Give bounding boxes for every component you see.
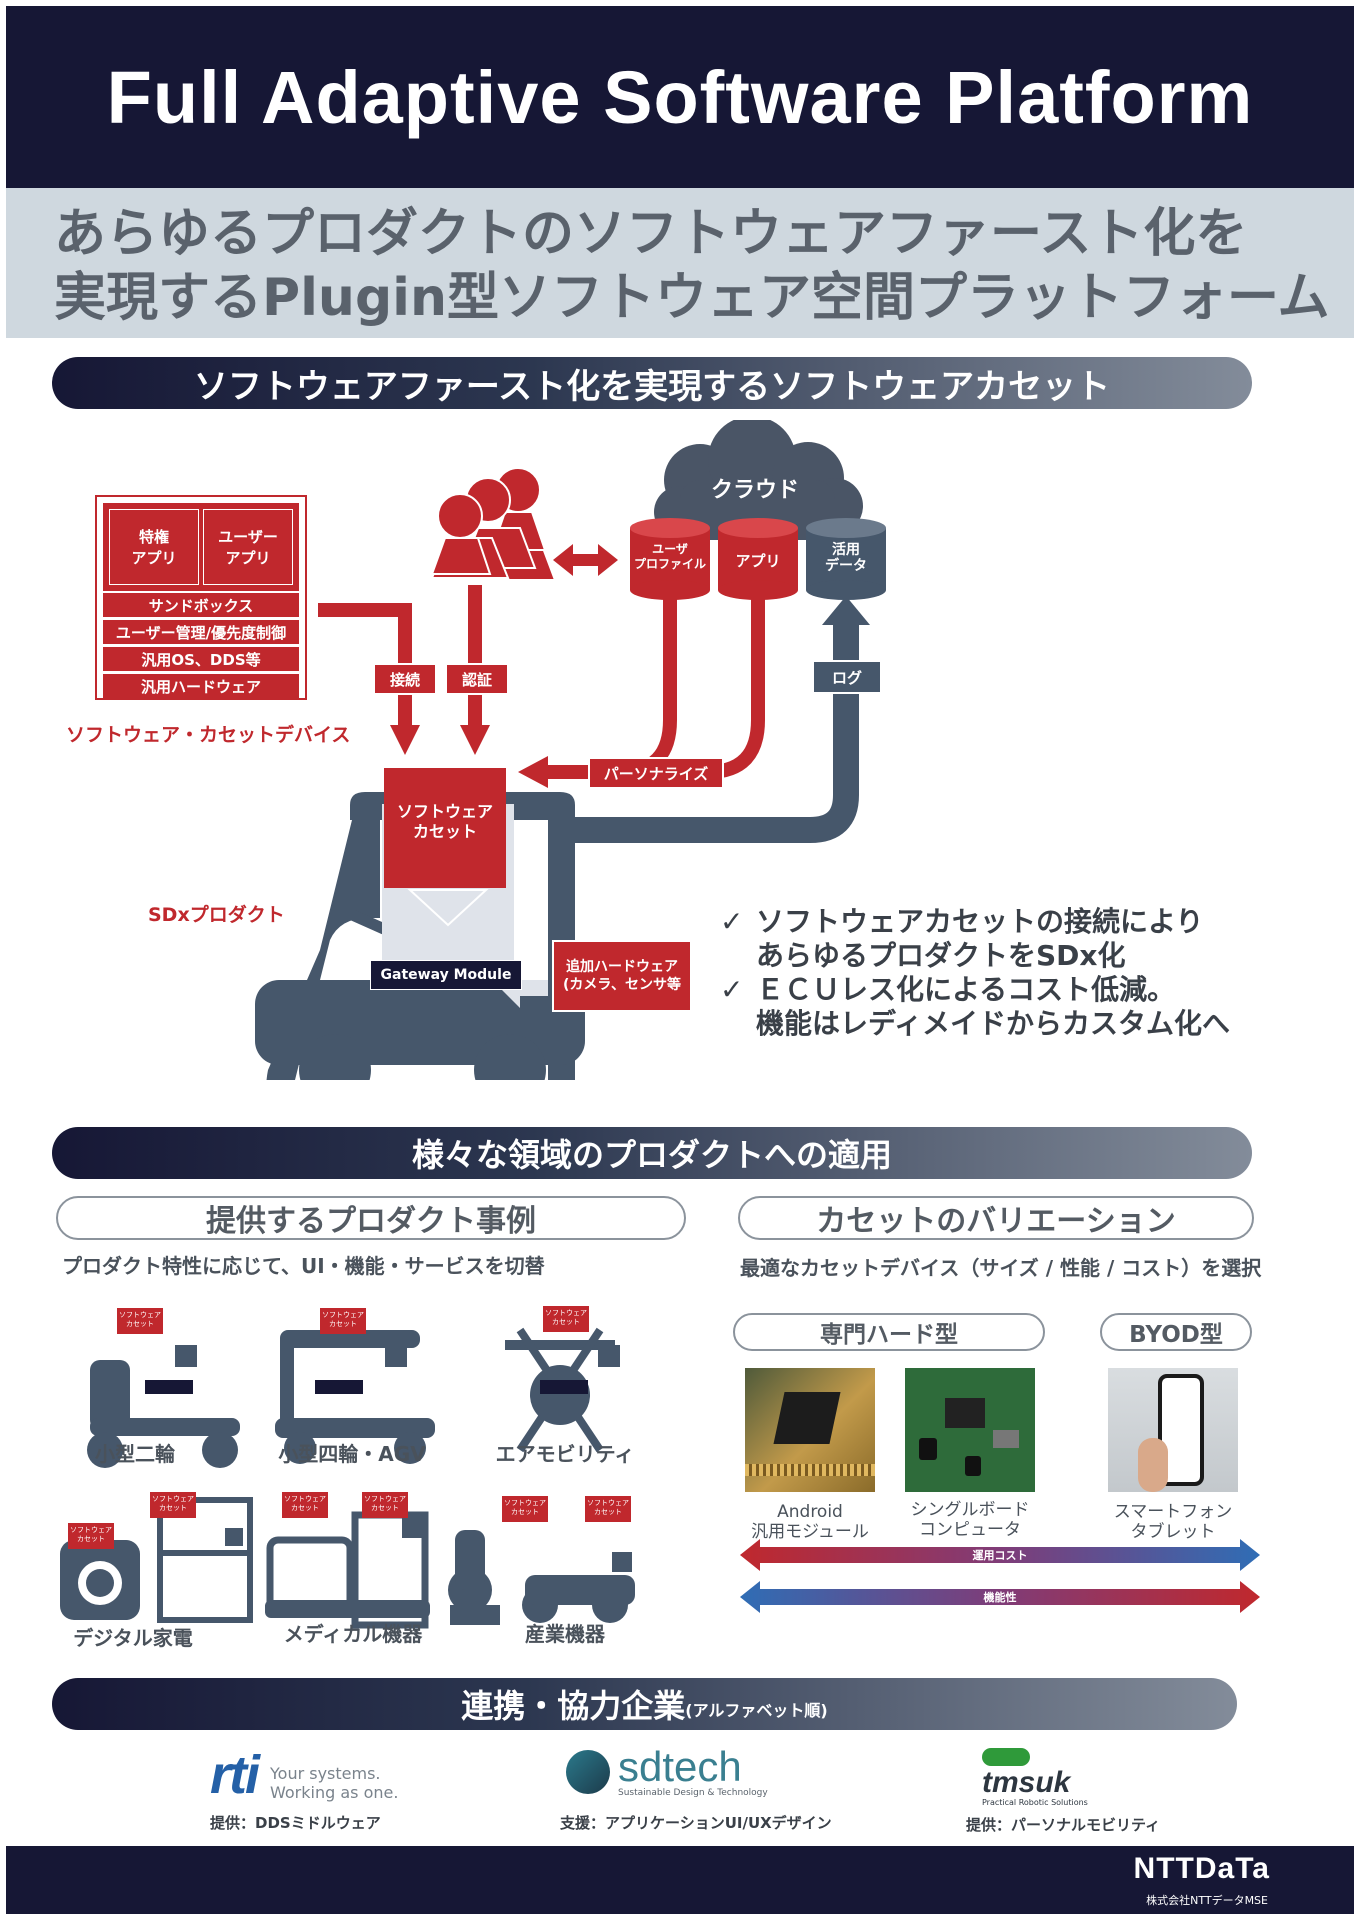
check-item-2: ✓ ＥＣＵレス化によるコスト低減。 機能はレディメイドからカスタム化へ (720, 973, 1320, 1041)
page-title: Full Adaptive Software Platform (6, 6, 1354, 188)
label-android-module: Android 汎用モジュール (751, 1502, 869, 1542)
mini-cassette: ソフトウェア カセット (68, 1523, 114, 1549)
partner-rti-logo: rti Your systems. Working as one. (210, 1744, 398, 1806)
db-data-label: 活用 データ (825, 542, 867, 574)
section3-title: 連携・協力企業 (アルファベット順) (52, 1678, 1237, 1730)
variations-desc: 最適なカセットデバイス（サイズ / 性能 / コスト）を選択 (740, 1256, 1262, 1280)
product-label-air-mobility: エアモビリティ (495, 1442, 635, 1466)
mini-cassette: ソフトウェア カセット (362, 1492, 408, 1518)
product-label-agv: 小型四輪・AGV (278, 1442, 426, 1466)
tag-auth: 認証 (445, 663, 509, 695)
layer-hardware: 汎用ハードウェア (103, 674, 299, 698)
partner-rti-caption: 提供：DDSミドルウェア (210, 1814, 381, 1832)
cloud-shape (654, 420, 863, 540)
tag-connect: 接続 (373, 663, 437, 695)
product-label-industrial: 産業機器 (525, 1622, 605, 1646)
extra-hardware: 追加ハードウェア (カメラ、センサ等 (552, 940, 692, 1012)
label-smartphone: スマートフォン タブレット (1113, 1502, 1233, 1542)
db-app (718, 518, 798, 600)
mini-cassette: ソフトウェア カセット (117, 1308, 163, 1334)
rti-tagline: Your systems. Working as one. (270, 1764, 399, 1802)
arrow-label-operating-cost: 運用コスト (972, 1549, 1028, 1562)
subtitle-line-1: あらゆるプロダクトのソフトウェアファースト化を (54, 204, 1248, 264)
db-app-label: アプリ (735, 552, 781, 570)
check-text: ソフトウェアカセットの接続により あらゆるプロダクトをSDx化 (756, 905, 1204, 972)
product-label-medical: メディカル機器 (283, 1622, 423, 1646)
rti-wordmark: rti (210, 1745, 260, 1805)
cassette-device-box: 特権 アプリ ユーザー アプリ サンドボックス ユーザー管理/優先度制御 汎用O… (95, 495, 307, 700)
sync-arrow (553, 544, 618, 576)
smartphone-image (1108, 1368, 1238, 1492)
product-label-two-wheel: 小型二輪 (95, 1442, 175, 1466)
cloud-label: クラウド (710, 478, 799, 503)
db-user (630, 518, 710, 600)
layer-sandbox: サンドボックス (103, 593, 299, 617)
footer: NTTDaTa 株式会社NTTデータMSE (6, 1846, 1354, 1914)
product-label-appliance: デジタル家電 (73, 1626, 193, 1650)
check-item-1: ✓ ソフトウェアカセットの接続により あらゆるプロダクトをSDx化 (720, 905, 1320, 973)
privileged-app: 特権 アプリ (109, 509, 199, 585)
section2-title: 様々な領域のプロダクトへの適用 (52, 1127, 1252, 1179)
comparison-arrows (740, 1539, 1260, 1613)
tmsuk-logo-icon (982, 1748, 1030, 1766)
partner-sdtech-caption: 支援：アプリケーションUI/UXデザイン (560, 1814, 832, 1832)
db-user-label: ユーザ プロファイル (633, 542, 706, 571)
tag-personalize: パーソナライズ (588, 757, 724, 789)
section3-title-note: (アルファベット順) (685, 1701, 828, 1720)
tmsuk-wordmark: tmsuk (982, 1766, 1071, 1799)
label-single-board: シングルボード コンピュータ (910, 1500, 1030, 1540)
layer-user-mgmt: ユーザー管理/優先度制御 (103, 620, 299, 644)
footer-brand-logo: NTTDaTa (1133, 1852, 1270, 1885)
product-cases-desc: プロダクト特性に応じて、UI・機能・サービスを切替 (62, 1254, 545, 1278)
footer-company: 株式会社NTTデータMSE (1146, 1894, 1268, 1907)
sdx-label: SDxプロダクト (148, 904, 285, 926)
gateway-module: Gateway Module (370, 960, 522, 990)
mini-cassette: ソフトウェア カセット (320, 1308, 366, 1334)
type-dedicated-hardware: 専門ハード型 (733, 1313, 1045, 1351)
tmsuk-tagline: Practical Robotic Solutions (982, 1798, 1088, 1807)
product-icons (60, 1327, 635, 1629)
check-list: ✓ ソフトウェアカセットの接続により あらゆるプロダクトをSDx化 ✓ ＥＣＵレ… (720, 905, 1320, 1041)
sdtech-logo-icon (566, 1750, 610, 1794)
mini-cassette: ソフトウェア カセット (502, 1496, 548, 1522)
mini-cassette: ソフトウェア カセット (150, 1492, 196, 1518)
subtitle-line-2: 実現するPlugin型ソフトウェア空間プラットフォーム (54, 268, 1330, 328)
tag-log: ログ (812, 660, 882, 694)
check-mark: ✓ (720, 973, 744, 1006)
user-app: ユーザー アプリ (203, 509, 293, 585)
partner-tmsuk-caption: 提供：パーソナルモビリティ (966, 1816, 1161, 1834)
db-data (806, 518, 886, 600)
type-byod: BYOD型 (1100, 1313, 1252, 1351)
device-caption: ソフトウェア・カセットデバイス (66, 724, 351, 746)
users-group (430, 467, 557, 581)
check-text: ＥＣＵレス化によるコスト低減。 機能はレディメイドからカスタム化へ (756, 973, 1231, 1040)
section1-title: ソフトウェアファースト化を実現するソフトウェアカセット (52, 357, 1252, 409)
sdtech-wordmark: sdtech (618, 1743, 742, 1790)
android-module-image (745, 1368, 875, 1492)
pill-cassette-variations: カセットのバリエーション (738, 1196, 1254, 1240)
pill-product-cases: 提供するプロダクト事例 (56, 1196, 686, 1240)
layer-os: 汎用OS、DDS等 (103, 647, 299, 671)
partner-tmsuk-logo: tmsuk Practical Robotic Solutions (982, 1748, 1088, 1807)
partner-sdtech-logo: sdtech Sustainable Design & Technology (566, 1746, 768, 1798)
sdtech-tagline: Sustainable Design & Technology (618, 1788, 768, 1798)
check-mark: ✓ (720, 905, 744, 938)
arrow-label-functionality: 機能性 (983, 1591, 1017, 1604)
section3-title-main: 連携・協力企業 (461, 1687, 686, 1725)
software-cassette: ソフトウェア カセット (384, 768, 506, 888)
mini-cassette: ソフトウェア カセット (585, 1496, 631, 1522)
single-board-computer-image (905, 1368, 1035, 1492)
architecture-diagram (255, 420, 886, 1080)
mini-cassette: ソフトウェア カセット (543, 1306, 589, 1332)
subtitle-block: あらゆるプロダクトのソフトウェアファースト化を 実現するPlugin型ソフトウェ… (6, 188, 1354, 338)
mini-cassette: ソフトウェア カセット (282, 1492, 328, 1518)
